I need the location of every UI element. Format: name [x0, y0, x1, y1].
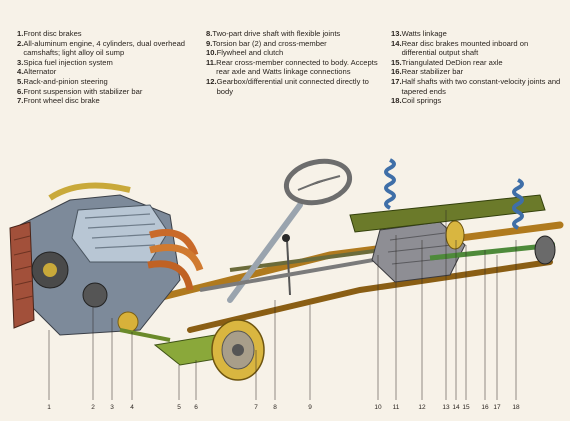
callout-5: 5	[177, 404, 181, 411]
legend-number: 13.	[391, 29, 402, 38]
legend-text: Gearbox/differential unit connected dire…	[216, 76, 369, 96]
legend-number: 17.	[391, 76, 402, 86]
legend-text: Two-part drive shaft with flexible joint…	[212, 29, 341, 38]
callout-leaders	[48, 210, 517, 400]
legend-number: 4.	[17, 67, 24, 77]
legend-text: Torsion bar (2) and cross-member	[212, 38, 327, 48]
callout-9: 9	[308, 404, 312, 411]
legend-number: 11.	[206, 57, 217, 67]
legend-text: Alternator	[23, 67, 57, 77]
callout-12: 12	[418, 404, 426, 411]
rear-hub	[534, 235, 556, 265]
legend-text: Spica fuel injection system	[23, 57, 113, 67]
rear-coil-spring-left	[384, 158, 396, 210]
legend-item: 2.All-aluminum engine, 4 cylinders, dual…	[17, 39, 195, 58]
callout-11: 11	[393, 404, 400, 411]
legend-number: 6.	[17, 86, 24, 96]
legend-column-3: 13.Watts linkage 14.Rear disc brakes mou…	[391, 29, 561, 106]
callout-8: 8	[273, 404, 277, 411]
callout-10: 10	[374, 404, 382, 411]
legend-column-2: 8.Two-part drive shaft with flexible joi…	[206, 29, 378, 96]
legend-number: 18.	[391, 96, 402, 106]
legend-text: Coil springs	[401, 96, 442, 106]
legend-text: Rack-and-pinion steering	[23, 76, 108, 86]
legend-item: 6.Front suspension with stabilizer bar	[17, 87, 195, 97]
callout-7: 7	[254, 404, 258, 411]
legend-item: 7.Front wheel disc brake	[17, 96, 195, 106]
legend-text: Triangulated DeDion rear axle	[401, 57, 503, 67]
legend-item: 13.Watts linkage	[391, 29, 561, 39]
legend-item: 11.Rear cross-member connected to body. …	[206, 58, 378, 77]
chassis-frame	[146, 221, 564, 333]
rear-cross-member	[349, 194, 546, 233]
gearbox-differential	[371, 221, 466, 283]
callout-18: 18	[512, 404, 520, 411]
callout-17: 17	[493, 404, 501, 411]
legend-text: Rear disc brakes mounted inboard on diff…	[401, 38, 529, 58]
front-disc-brake	[211, 319, 265, 381]
legend-item: 10.Flywheel and clutch	[206, 48, 378, 58]
legend-number: 9.	[206, 38, 213, 48]
legend-item: 9.Torsion bar (2) and cross-member	[206, 39, 378, 49]
legend-item: 4.Alternator	[17, 67, 195, 77]
legend-number: 8.	[206, 29, 213, 38]
callout-1: 1	[47, 404, 51, 411]
legend-number: 2.	[17, 38, 24, 48]
legend-item: 12.Gearbox/differential unit connected d…	[206, 77, 378, 96]
callout-14: 14	[452, 404, 460, 411]
legend-item: 3.Spica fuel injection system	[17, 58, 195, 68]
legend-item: 5.Rack-and-pinion steering	[17, 77, 195, 87]
legend-number: 10.	[206, 48, 217, 58]
engine-pulleys	[31, 251, 139, 333]
legend-item: 16.Rear stabilizer bar	[391, 67, 561, 77]
legend-text: Half shafts with two constant-velocity j…	[401, 76, 561, 96]
legend-text: Front disc brakes	[23, 29, 82, 38]
legend-item: 17.Half shafts with two constant-velocit…	[391, 77, 561, 96]
intake-manifold	[147, 229, 204, 291]
legend-item: 15.Triangulated DeDion rear axle	[391, 58, 561, 68]
legend-number: 14.	[391, 38, 402, 48]
callout-2: 2	[91, 404, 95, 411]
legend-text: Front suspension with stabilizer bar	[23, 86, 143, 96]
callout-numbers: 1 2 3 4 5 6 7 8 9 10 11 12 13 14 15 16 1…	[47, 404, 520, 411]
legend-number: 12.	[206, 76, 217, 86]
drive-shaft	[199, 256, 386, 292]
legend-text: All-aluminum engine, 4 cylinders, dual o…	[23, 38, 186, 58]
legend-item: 8.Two-part drive shaft with flexible joi…	[206, 29, 378, 39]
callout-16: 16	[481, 404, 489, 411]
legend-item: 18.Coil springs	[391, 96, 561, 106]
legend-item: 14.Rear disc brakes mounted inboard on d…	[391, 39, 561, 58]
callout-15: 15	[462, 404, 470, 411]
rear-coil-spring-right	[512, 178, 524, 230]
callout-6: 6	[194, 404, 198, 411]
legend-number: 3.	[17, 57, 24, 67]
legend-number: 15.	[391, 57, 402, 67]
legend-text: Front wheel disc brake	[23, 96, 100, 106]
callout-13: 13	[442, 404, 450, 411]
legend-text: Flywheel and clutch	[216, 48, 284, 58]
radiator	[9, 221, 35, 329]
gear-lever	[282, 234, 291, 296]
legend-item: 1.Front disc brakes	[17, 29, 195, 39]
steering	[227, 158, 353, 303]
legend-number: 5.	[17, 76, 24, 86]
legend-number: 1.	[17, 29, 24, 38]
callout-4: 4	[130, 404, 134, 411]
legend-column-1: 1.Front disc brakes 2.All-aluminum engin…	[17, 29, 195, 106]
legend-number: 7.	[17, 96, 24, 106]
callout-3: 3	[110, 404, 114, 411]
legend-text: Rear stabilizer bar	[401, 67, 464, 77]
legend-number: 16.	[391, 67, 402, 77]
engine	[19, 182, 181, 336]
legend-text: Watts linkage	[401, 29, 447, 38]
legend-text: Rear cross-member connected to body. Acc…	[216, 57, 378, 77]
